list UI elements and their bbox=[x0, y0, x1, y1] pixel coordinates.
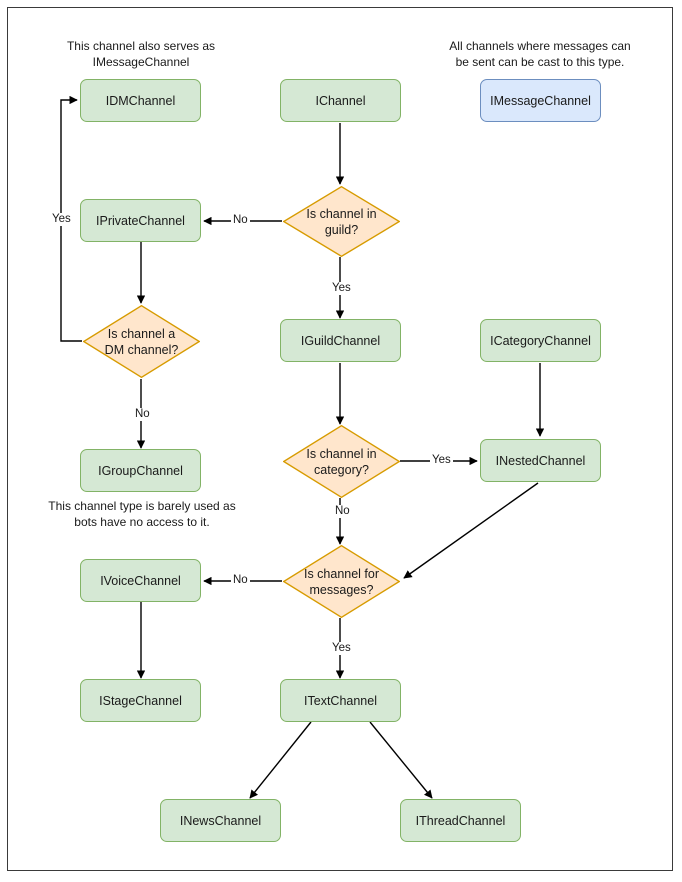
node-ivoicechannel[interactable]: IVoiceChannel bbox=[80, 559, 201, 602]
decision-guild-line1: Is channel in bbox=[306, 206, 377, 221]
edge-label-category-yes: Yes bbox=[430, 454, 453, 467]
node-iguildchannel-label: IGuildChannel bbox=[300, 333, 381, 348]
node-istagechannel-label: IStageChannel bbox=[99, 693, 182, 708]
note-group-line1: This channel type is barely used as bbox=[48, 499, 236, 513]
note-group-channel: This channel type is barely used as bots… bbox=[38, 498, 246, 530]
edge-label-guild-no: No bbox=[231, 214, 250, 227]
node-ithreadchannel-label: IThreadChannel bbox=[415, 813, 506, 828]
node-icategorychannel-label: ICategoryChannel bbox=[490, 333, 591, 348]
note-dm-line1: This channel also serves as bbox=[66, 39, 216, 53]
decision-is-channel-for-messages-label: Is channel for messages? bbox=[290, 566, 393, 598]
decision-category-line2: category? bbox=[314, 462, 369, 477]
edge-label-guild-yes: Yes bbox=[330, 282, 353, 295]
decision-is-channel-in-category[interactable]: Is channel in category? bbox=[283, 425, 400, 498]
node-igroupchannel-label: IGroupChannel bbox=[98, 463, 183, 478]
node-itextchannel-label: ITextChannel bbox=[304, 693, 377, 708]
decision-dm-line2: DM channel? bbox=[104, 342, 179, 357]
node-ichannel-label: IChannel bbox=[315, 93, 366, 108]
note-group-line2: bots have no access to it. bbox=[74, 515, 210, 530]
edge-label-dm-no: No bbox=[133, 408, 152, 421]
edge-label-dm-yes: Yes bbox=[50, 213, 73, 226]
decision-is-channel-in-guild-label: Is channel in guild? bbox=[292, 206, 390, 238]
note-message-line2: be sent can be cast to this type. bbox=[455, 55, 625, 70]
diamond-shape-icon bbox=[283, 545, 400, 618]
note-dm-channel: This channel also serves as IMessageChan… bbox=[44, 38, 238, 70]
node-icategorychannel[interactable]: ICategoryChannel bbox=[480, 319, 601, 362]
note-message-channel: All channels where messages can be sent … bbox=[438, 38, 642, 70]
node-iprivatechannel-label: IPrivateChannel bbox=[96, 213, 185, 228]
decision-category-line1: Is channel in bbox=[306, 446, 377, 461]
edge-label-messages-yes: Yes bbox=[330, 642, 353, 655]
decision-guild-line2: guild? bbox=[324, 222, 359, 237]
node-imessagechannel-label: IMessageChannel bbox=[490, 93, 591, 108]
diamond-shape-icon bbox=[283, 425, 400, 498]
edge-label-category-no: No bbox=[333, 505, 352, 518]
node-ivoicechannel-label: IVoiceChannel bbox=[100, 573, 181, 588]
node-iguildchannel[interactable]: IGuildChannel bbox=[280, 319, 401, 362]
node-inewschannel[interactable]: INewsChannel bbox=[160, 799, 281, 842]
node-itextchannel[interactable]: ITextChannel bbox=[280, 679, 401, 722]
note-dm-line2: IMessageChannel bbox=[92, 55, 190, 70]
decision-messages-line2: messages? bbox=[309, 582, 374, 597]
node-idmchannel[interactable]: IDMChannel bbox=[80, 79, 201, 122]
note-message-line1: All channels where messages can bbox=[449, 39, 631, 53]
decision-is-channel-a-dm-channel[interactable]: Is channel a DM channel? bbox=[83, 305, 200, 378]
decision-is-channel-a-dm-channel-label: Is channel a DM channel? bbox=[91, 326, 193, 358]
node-ithreadchannel[interactable]: IThreadChannel bbox=[400, 799, 521, 842]
node-imessagechannel[interactable]: IMessageChannel bbox=[480, 79, 601, 122]
decision-is-channel-in-guild[interactable]: Is channel in guild? bbox=[283, 186, 400, 257]
node-inestedchannel-label: INestedChannel bbox=[495, 453, 586, 468]
node-istagechannel[interactable]: IStageChannel bbox=[80, 679, 201, 722]
node-ichannel[interactable]: IChannel bbox=[280, 79, 401, 122]
edge-label-messages-no: No bbox=[231, 574, 250, 587]
node-inestedchannel[interactable]: INestedChannel bbox=[480, 439, 601, 482]
node-idmchannel-label: IDMChannel bbox=[105, 93, 176, 108]
node-igroupchannel[interactable]: IGroupChannel bbox=[80, 449, 201, 492]
decision-is-channel-for-messages[interactable]: Is channel for messages? bbox=[283, 545, 400, 618]
decision-is-channel-in-category-label: Is channel in category? bbox=[292, 446, 390, 478]
decision-dm-line1: Is channel a bbox=[107, 326, 176, 341]
diamond-shape-icon bbox=[283, 186, 400, 257]
node-iprivatechannel[interactable]: IPrivateChannel bbox=[80, 199, 201, 242]
node-inewschannel-label: INewsChannel bbox=[179, 813, 262, 828]
decision-messages-line1: Is channel for bbox=[303, 566, 380, 581]
diamond-shape-icon bbox=[83, 305, 200, 378]
